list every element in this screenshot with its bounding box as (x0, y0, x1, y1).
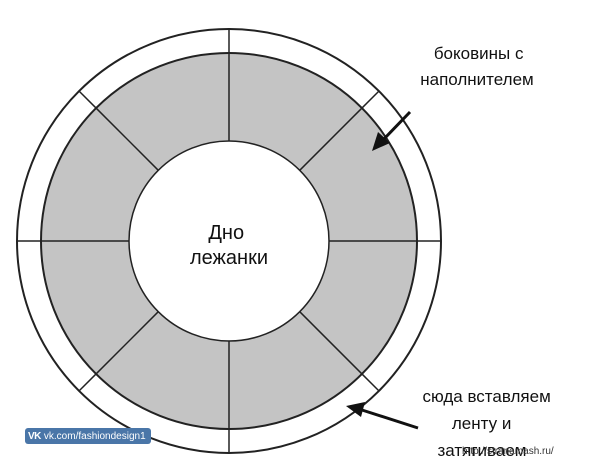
annotation-side-pieces-line-2: наполнителем (420, 70, 533, 89)
segment-divider (299, 311, 363, 375)
segment-divider (95, 107, 159, 171)
outer-band-divider (361, 90, 380, 109)
vk-watermark-text: vk.com/fashiondesign1 (43, 430, 146, 442)
outer-band-divider (361, 373, 380, 392)
arrow-to-ribbon-channel (346, 402, 419, 430)
bed-bottom-circle (128, 140, 330, 342)
center-label-line-1: Дно (208, 222, 244, 244)
segment-dividers (17, 29, 441, 453)
center-label: Дно лежанки (190, 222, 268, 269)
vk-logo-icon: VK (28, 430, 41, 442)
segment-divider (299, 107, 363, 171)
annotation-side-pieces: боковины с наполнителем (420, 44, 533, 89)
site-watermark: http://stranamash.ru/ (462, 446, 554, 457)
annotation-side-pieces-line-1: боковины с (434, 44, 524, 63)
annotation-ribbon-line-3: затягиваем (437, 441, 526, 460)
annotation-ribbon: сюда вставляем ленту и затягиваем (422, 387, 555, 460)
annotation-ribbon-line-2: ленту и (452, 414, 511, 433)
arrow-to-side-pieces (372, 110, 412, 151)
segment-divider (95, 311, 159, 375)
vk-watermark: VK vk.com/fashiondesign1 (25, 428, 151, 444)
annotation-ribbon-line-1: сюда вставляем (422, 387, 550, 406)
center-label-line-2: лежанки (190, 247, 268, 269)
outer-band-divider (78, 90, 97, 109)
outer-band-divider (78, 373, 97, 392)
